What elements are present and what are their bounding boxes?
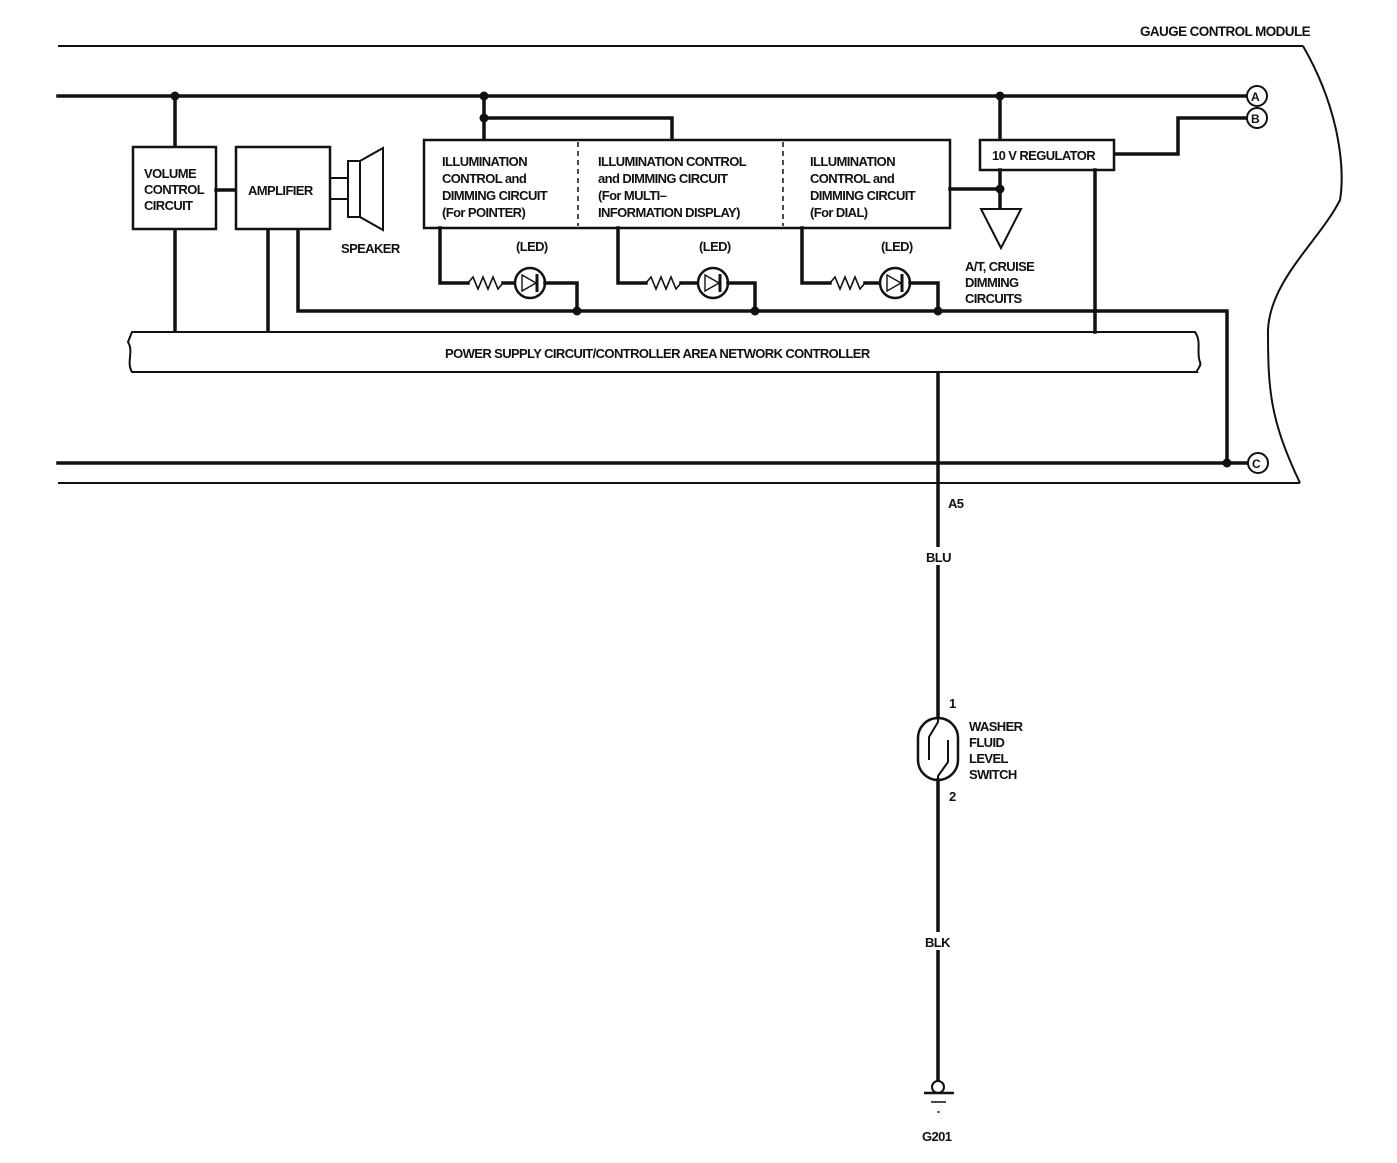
led-label: (LED) [881,239,913,254]
module-title: GAUGE CONTROL MODULE [1140,24,1311,39]
illum-pointer-label: (For POINTER) [442,205,525,220]
switch-contact [937,740,949,780]
regulator-label: 10 V REGULATOR [992,148,1096,163]
volume-control-block [131,145,218,231]
volume-control-label: VOLUME [144,166,197,181]
wire [482,116,674,142]
svg-text:A: A [1251,90,1260,104]
illum-dial-label: (For DIAL) [810,205,868,220]
switch-contact [928,718,939,760]
junction [933,306,943,316]
wire [908,281,940,313]
wire-color-lower: BLK [925,935,951,950]
junction [750,306,760,316]
speaker-label: SPEAKER [341,241,401,256]
switch-label: FLUID [969,735,1004,750]
volume-control-label: CIRCUIT [144,198,193,213]
connector-b-wire [1112,116,1248,156]
wire [543,281,579,313]
diode-symbol [521,273,538,293]
switch-label: LEVEL [969,751,1009,766]
svg-text:C: C [1252,457,1261,471]
resistor-icon [829,274,866,292]
connector-a: A [1246,85,1268,107]
illum-pointer-label: ILLUMINATION [442,154,527,169]
wire [800,226,832,285]
illum-dial-label: CONTROL and [810,171,895,186]
label-bg [924,932,952,950]
dimming-label: CIRCUITS [965,291,1023,306]
illum-mid-label: ILLUMINATION CONTROL [598,154,747,169]
wire-color-upper: BLU [926,550,951,565]
illum-mid-label: and DIMMING CIRCUIT [598,171,728,186]
power-supply-label: POWER SUPPLY CIRCUIT/CONTROLLER AREA NET… [445,346,871,361]
ground-icon [924,1080,954,1113]
regulator-block [978,138,1116,172]
led-label: (LED) [516,239,548,254]
resistor-icon [467,274,504,292]
dimming-circuit-triangle-icon [979,208,1023,251]
svg-text:B: B [1251,112,1260,126]
power-supply-block [126,331,1202,373]
wire [438,226,470,285]
wire [726,281,757,313]
wire [616,226,648,285]
led-label: (LED) [699,239,731,254]
resistor-icon [645,274,682,292]
washer-switch-icon [916,716,960,782]
speaker-icon [330,146,384,232]
volume-control-label: CONTROL [144,182,205,197]
amplifier-block [234,145,332,231]
label-bg [928,547,950,565]
junction [1222,458,1232,468]
connector-c: C [1247,452,1269,474]
switch-pin-top: 1 [949,696,956,711]
junction [572,306,582,316]
switch-label: SWITCH [969,767,1017,782]
illum-mid-label: (For MULTI– [598,188,667,203]
connector-b: B [1246,107,1268,129]
module-outline [58,45,1343,484]
illum-mid-label: INFORMATION DISPLAY) [598,205,740,220]
amplifier-label: AMPLIFIER [248,183,314,198]
wire [296,228,1229,465]
dimming-label: A/T, CRUISE [965,259,1035,274]
diode-symbol [886,273,903,293]
illum-dial-label: DIMMING CIRCUIT [810,188,916,203]
illum-pointer-label: DIMMING CIRCUIT [442,188,548,203]
switch-label: WASHER [969,719,1024,734]
diode-symbol [704,273,721,293]
ground-label: G201 [922,1129,952,1144]
illumination-block [422,138,952,230]
illum-dial-label: ILLUMINATION [810,154,895,169]
dimming-label: DIMMING [965,275,1019,290]
terminal-label: A5 [948,496,964,511]
switch-pin-bottom: 2 [949,789,956,804]
illum-pointer-label: CONTROL and [442,171,527,186]
junction [995,184,1005,194]
